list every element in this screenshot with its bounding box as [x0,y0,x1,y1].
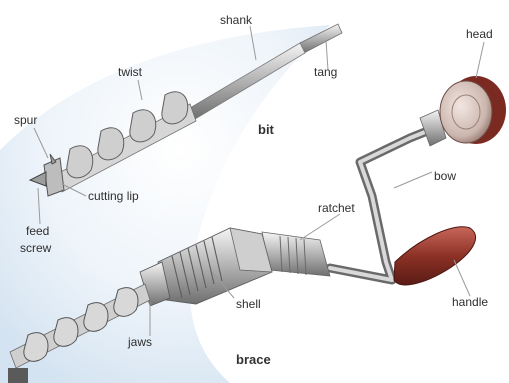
label-tang: tang [314,65,337,79]
label-screw: screw [20,241,52,255]
label-shell: shell [236,297,261,311]
label-bow: bow [434,169,456,183]
label-jaws: jaws [127,335,152,349]
section-label-bit: bit [258,122,275,137]
label-handle: handle [452,295,488,309]
label-cutting-lip: cutting lip [88,189,139,203]
corner-marker [8,368,28,383]
label-head: head [466,27,493,41]
label-twist: twist [118,65,143,79]
label-feed: feed [26,224,49,238]
bit-cutting-lip [44,158,64,196]
label-spur: spur [14,113,37,127]
section-label-brace: brace [236,352,271,367]
label-shank: shank [220,13,253,27]
label-ratchet: ratchet [318,201,355,215]
